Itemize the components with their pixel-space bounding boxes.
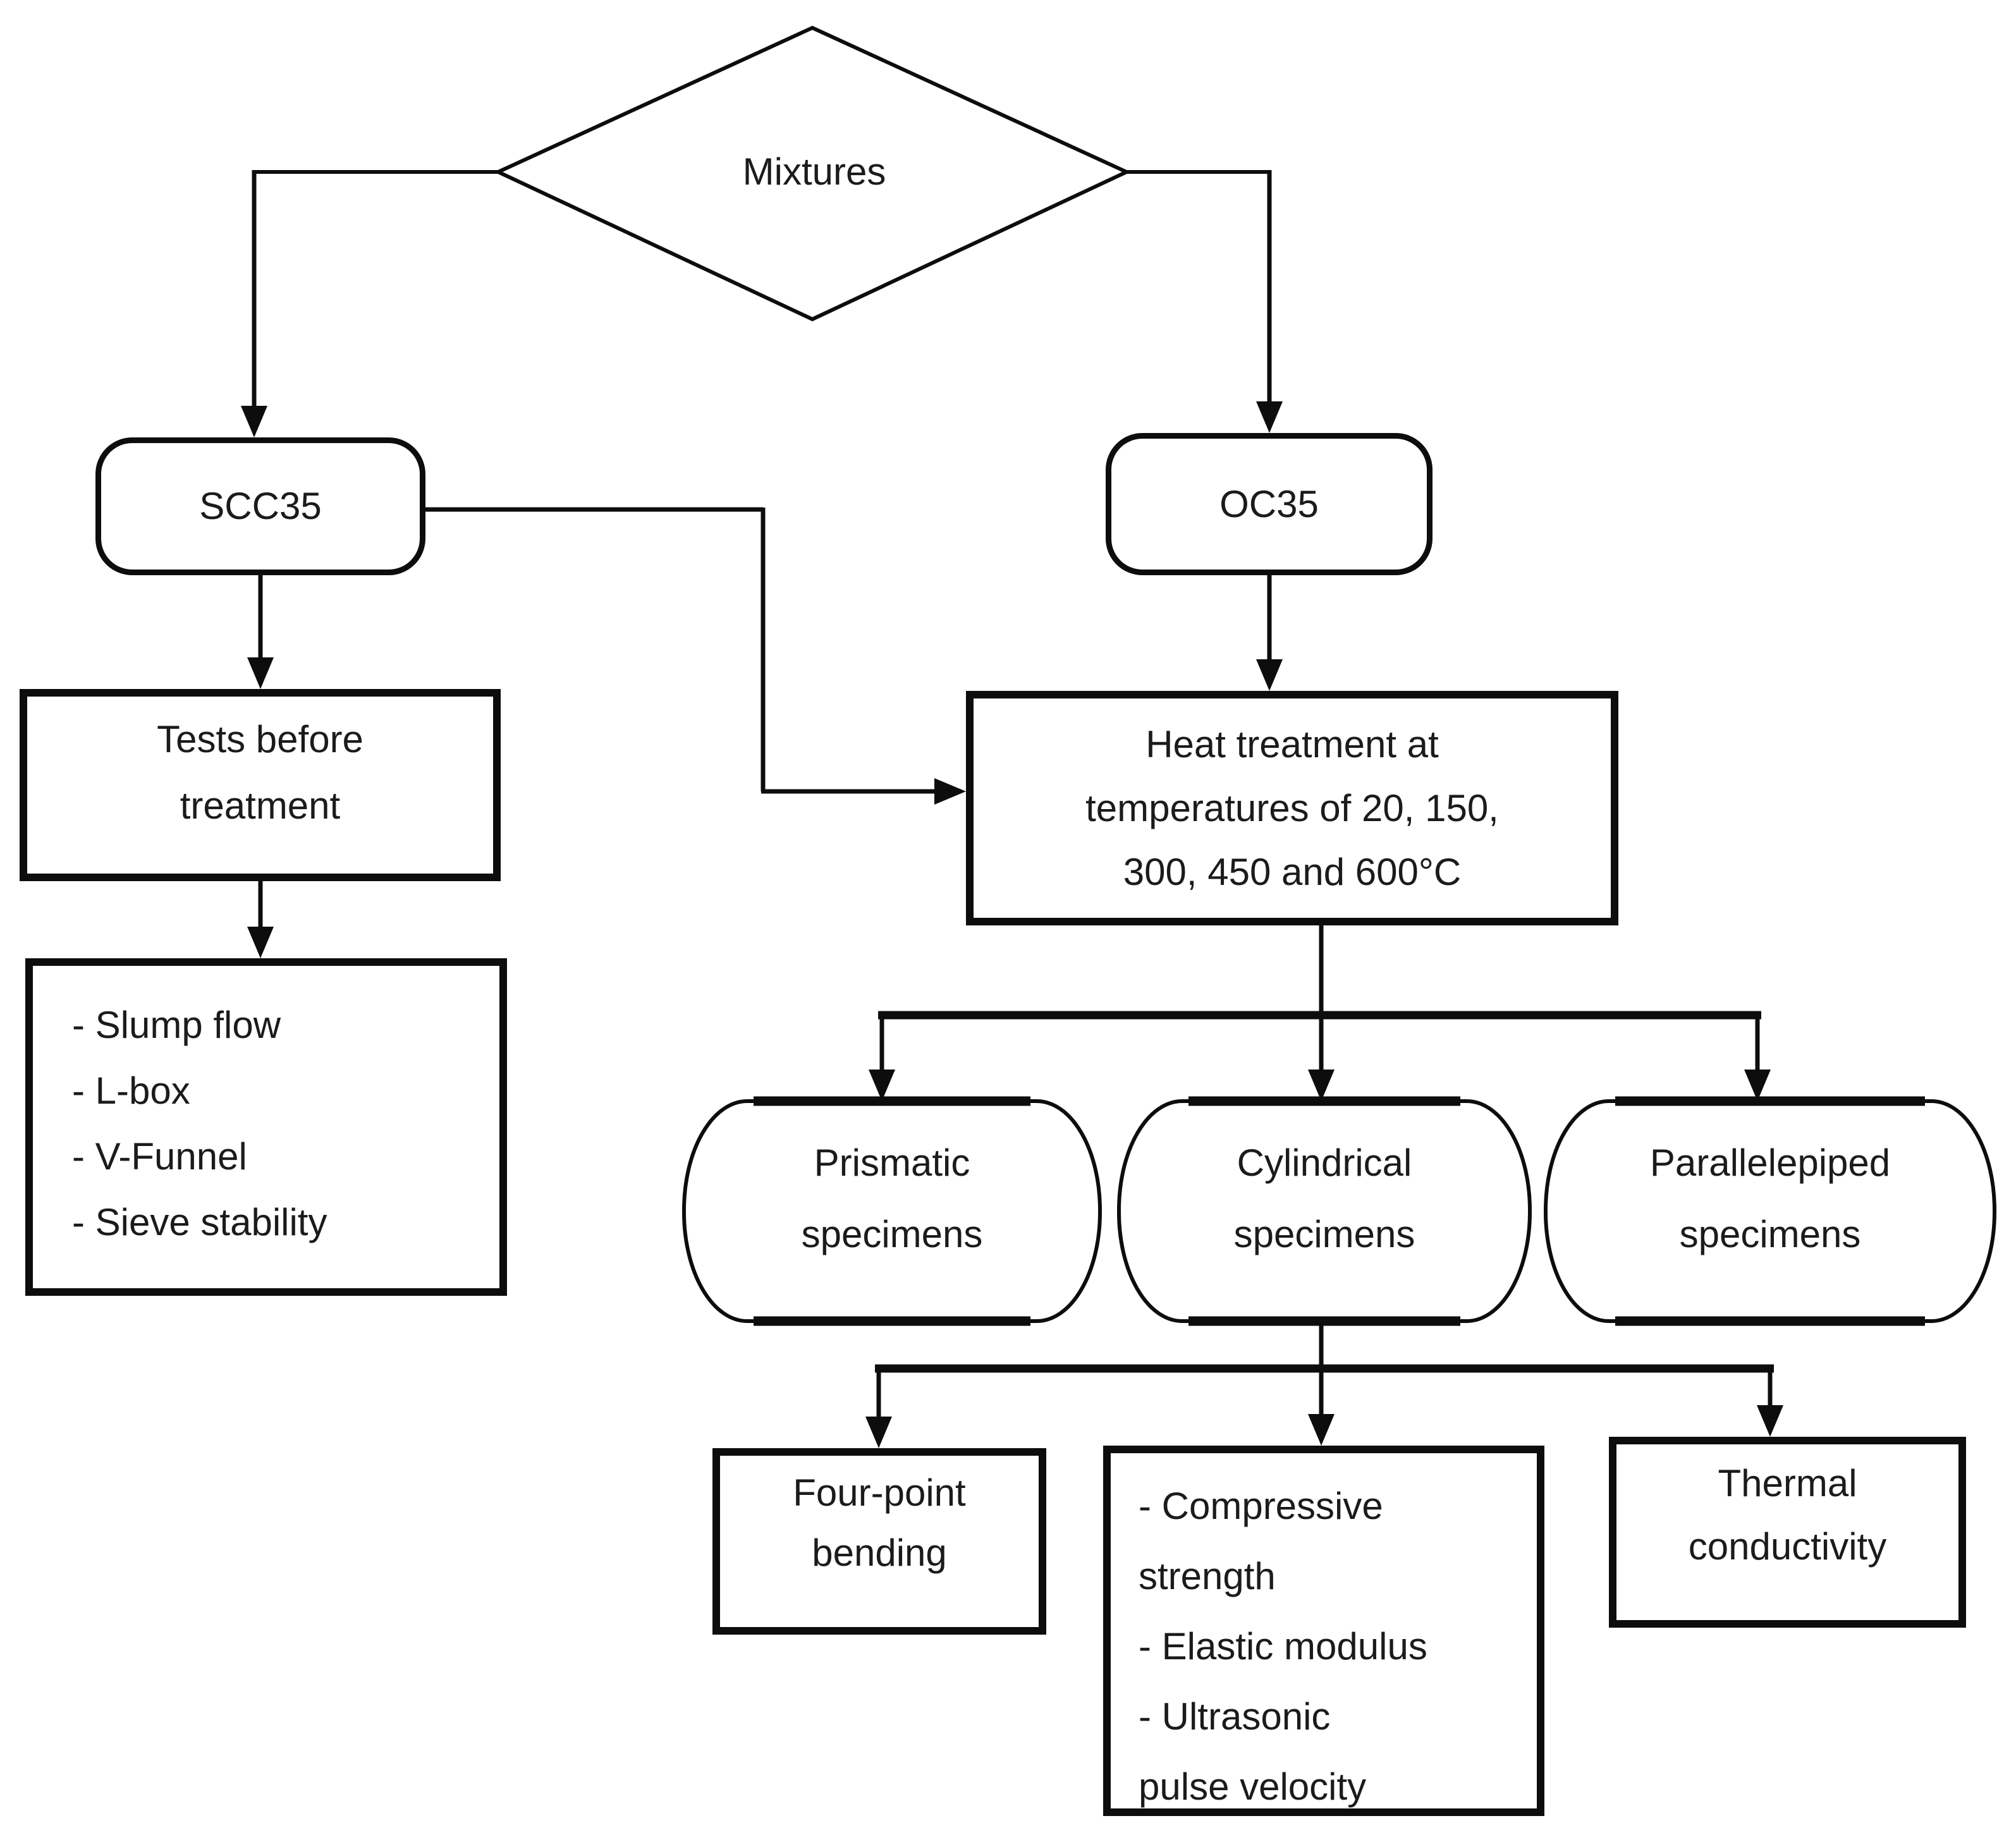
arrowhead-down bbox=[1256, 659, 1283, 691]
node-label-line: pulse velocity bbox=[1139, 1765, 1367, 1808]
node-label-line: temperatures of 20, 150, bbox=[1085, 787, 1499, 829]
node-label: OC35 bbox=[1219, 482, 1319, 525]
arrowhead-right bbox=[934, 778, 966, 805]
node-label-line: Tests before bbox=[157, 718, 363, 760]
node-mixtures: Mixtures bbox=[625, 109, 1004, 235]
node-cylindrical-specimens: Cylindrical specimens bbox=[1119, 1101, 1530, 1321]
node-label-line: treatment bbox=[180, 784, 341, 827]
node-label-line: specimens bbox=[1679, 1213, 1861, 1255]
node-label-line: - Elastic modulus bbox=[1139, 1625, 1427, 1667]
node-label-line: Parallelepiped bbox=[1649, 1142, 1891, 1184]
node-four-point-bending: Four-point bending bbox=[712, 1448, 1046, 1635]
node-heat-treatment: Heat treatment at temperatures of 20, 15… bbox=[966, 691, 1618, 925]
node-fresh-tests: - Slump flow - L-box - V-Funnel - Sieve … bbox=[25, 958, 507, 1296]
node-label-line: 300, 450 and 600°C bbox=[1123, 851, 1462, 893]
arrowhead-down bbox=[1744, 1070, 1771, 1101]
arrowhead-down bbox=[1308, 1070, 1335, 1101]
node-label-line: strength bbox=[1139, 1555, 1276, 1597]
node-label-line: - L-box bbox=[72, 1070, 190, 1112]
arrowhead-down bbox=[1308, 1414, 1335, 1446]
node-oc35: OC35 bbox=[1106, 433, 1433, 575]
arrowhead-down bbox=[869, 1070, 895, 1101]
node-prismatic-specimens: Prismatic specimens bbox=[684, 1101, 1100, 1321]
node-label: Mixtures bbox=[742, 150, 886, 193]
node-label-line: Thermal bbox=[1718, 1461, 1857, 1504]
node-label-line: Heat treatment at bbox=[1145, 723, 1439, 765]
node-parallelepiped-specimens: Parallelepiped specimens bbox=[1546, 1101, 1995, 1321]
arrowhead-down bbox=[1757, 1405, 1783, 1437]
arrowhead-down bbox=[241, 406, 267, 437]
arrowhead-down bbox=[247, 927, 274, 958]
node-label-line: - Slump flow bbox=[72, 1004, 281, 1046]
node-label-line: - Ultrasonic bbox=[1139, 1695, 1331, 1738]
node-label-line: Four-point bbox=[793, 1471, 966, 1514]
node-thermal-conductivity: Thermal conductivity bbox=[1609, 1437, 1966, 1628]
node-label: SCC35 bbox=[199, 485, 322, 527]
node-label-line: - Compressive bbox=[1139, 1485, 1383, 1527]
node-label-line: specimens bbox=[1233, 1213, 1415, 1255]
mixtures-diamond-shape bbox=[493, 25, 1132, 322]
node-label-line: - Sieve stability bbox=[72, 1201, 327, 1243]
node-label-line: Cylindrical bbox=[1237, 1142, 1412, 1184]
node-scc35: SCC35 bbox=[95, 437, 425, 575]
node-tests-before-treatment: Tests before treatment bbox=[20, 689, 501, 881]
node-label-line: Prismatic bbox=[814, 1142, 970, 1184]
node-label-line: specimens bbox=[801, 1213, 983, 1255]
node-label-line: bending bbox=[812, 1531, 947, 1574]
node-label-line: - V-Funnel bbox=[72, 1135, 247, 1178]
arrowhead-down bbox=[1256, 401, 1283, 433]
node-label-line: conductivity bbox=[1688, 1525, 1887, 1568]
node-mechanical-tests: - Compressive strength - Elastic modulus… bbox=[1103, 1446, 1544, 1816]
arrowhead-down bbox=[865, 1417, 892, 1448]
arrowhead-down bbox=[247, 657, 274, 689]
